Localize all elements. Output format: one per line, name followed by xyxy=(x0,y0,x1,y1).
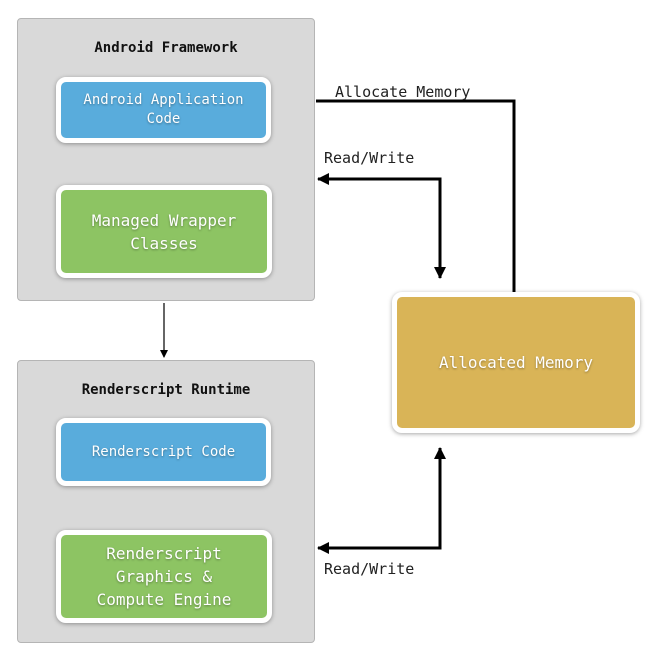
read-write-bottom-line xyxy=(330,447,446,550)
allocated-memory-box: Allocated Memory xyxy=(392,292,640,433)
allocate-memory-label: Allocate Memory xyxy=(335,83,471,101)
renderscript-code-box: Renderscript Code xyxy=(56,418,271,486)
renderscript-runtime-title: Renderscript Runtime xyxy=(81,382,251,398)
read-write-top-line xyxy=(330,177,446,279)
android-framework-title: Android Framework xyxy=(94,40,238,56)
android-application-code-box: Android Application Code xyxy=(56,77,271,143)
renderscript-engine-box: Renderscript Graphics & Compute Engine xyxy=(56,530,272,623)
read-write-top-label: Read/Write xyxy=(324,149,415,167)
read-write-bottom-label: Read/Write xyxy=(324,560,415,578)
managed-wrapper-classes-box: Managed Wrapper Classes xyxy=(56,185,272,278)
allocate-memory-line xyxy=(316,99,516,292)
